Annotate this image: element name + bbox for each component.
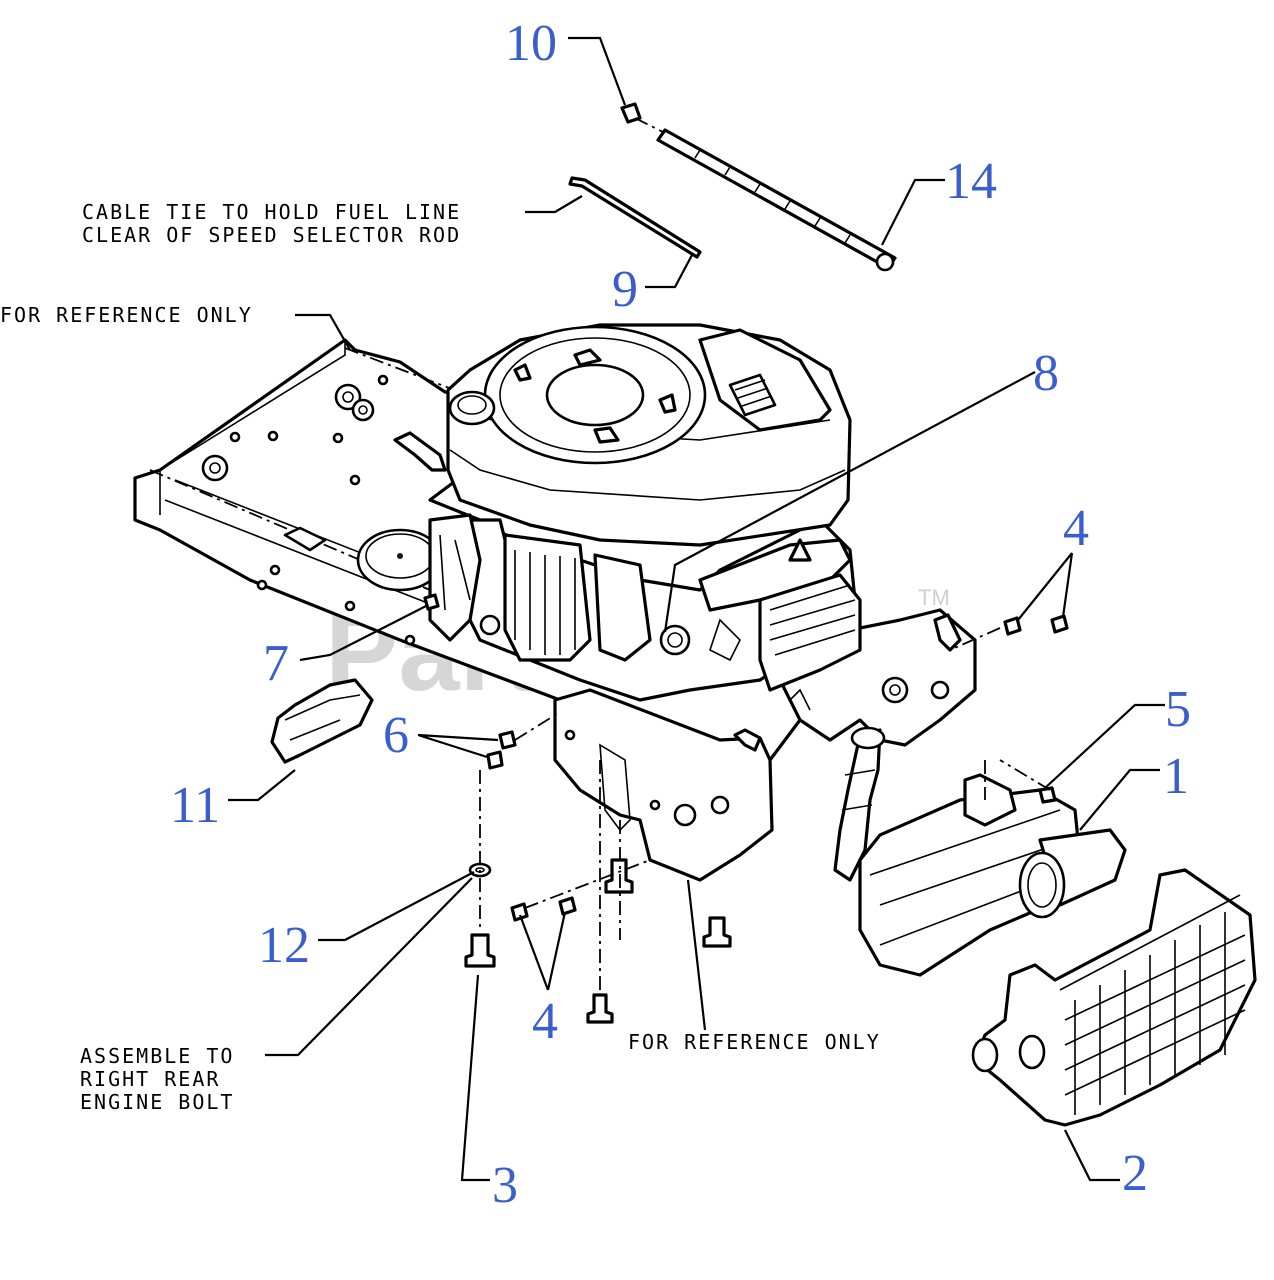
note-reference-bottom: FOR REFERENCE ONLY — [628, 1030, 881, 1054]
part-14-rod — [634, 117, 897, 272]
callout-8[interactable]: 8 — [1033, 345, 1059, 402]
part-4-screws-upper — [949, 614, 1069, 651]
part-4-screws-lower — [510, 859, 651, 922]
part-3-bolt — [464, 770, 496, 968]
callout-4-lower[interactable]: 4 — [532, 993, 558, 1050]
callouts: 10 14 9 8 4 7 6 5 1 11 12 4 3 2 — [170, 15, 1191, 1214]
note-cable-tie-line2: CLEAR OF SPEED SELECTOR ROD — [82, 223, 461, 247]
note-assemble-line1: ASSEMBLE TO — [80, 1044, 234, 1068]
part-10-nut — [620, 102, 642, 124]
callout-5[interactable]: 5 — [1165, 681, 1191, 738]
heat-shield-fins — [1064, 912, 1246, 1115]
callout-3[interactable]: 3 — [492, 1157, 518, 1214]
note-cable-tie-line1: CABLE TIE TO HOLD FUEL LINE — [82, 200, 461, 224]
callout-1[interactable]: 1 — [1163, 748, 1189, 805]
callout-2[interactable]: 2 — [1122, 1145, 1148, 1202]
callout-10[interactable]: 10 — [505, 15, 557, 72]
callout-14[interactable]: 14 — [945, 153, 997, 210]
part-2-heat-shield — [971, 868, 1257, 1127]
callout-12[interactable]: 12 — [258, 917, 310, 974]
note-reference-top: FOR REFERENCE ONLY — [0, 303, 253, 327]
callout-7[interactable]: 7 — [263, 635, 289, 692]
leader-lines — [228, 36, 1165, 1182]
part-9-cable-tie — [568, 176, 702, 259]
callout-6[interactable]: 6 — [383, 707, 409, 764]
part-11-shield — [270, 678, 374, 764]
callout-9[interactable]: 9 — [612, 261, 638, 318]
note-assemble-line2: RIGHT REAR — [80, 1067, 220, 1091]
engine-bracket-right — [778, 608, 977, 747]
callout-11[interactable]: 11 — [170, 777, 220, 834]
rear-bracket — [553, 688, 774, 882]
callout-4-upper[interactable]: 4 — [1063, 500, 1089, 557]
engine — [428, 323, 862, 702]
part-7-screw — [423, 593, 440, 611]
note-assemble-line3: ENGINE BOLT — [80, 1090, 234, 1114]
part-6-screws — [486, 711, 561, 770]
watermark-tm: TM — [918, 585, 950, 610]
frame-bolts — [586, 760, 732, 1024]
part-1-muffler — [833, 726, 1127, 977]
notes: CABLE TIE TO HOLD FUEL LINE CLEAR OF SPE… — [0, 200, 881, 1114]
